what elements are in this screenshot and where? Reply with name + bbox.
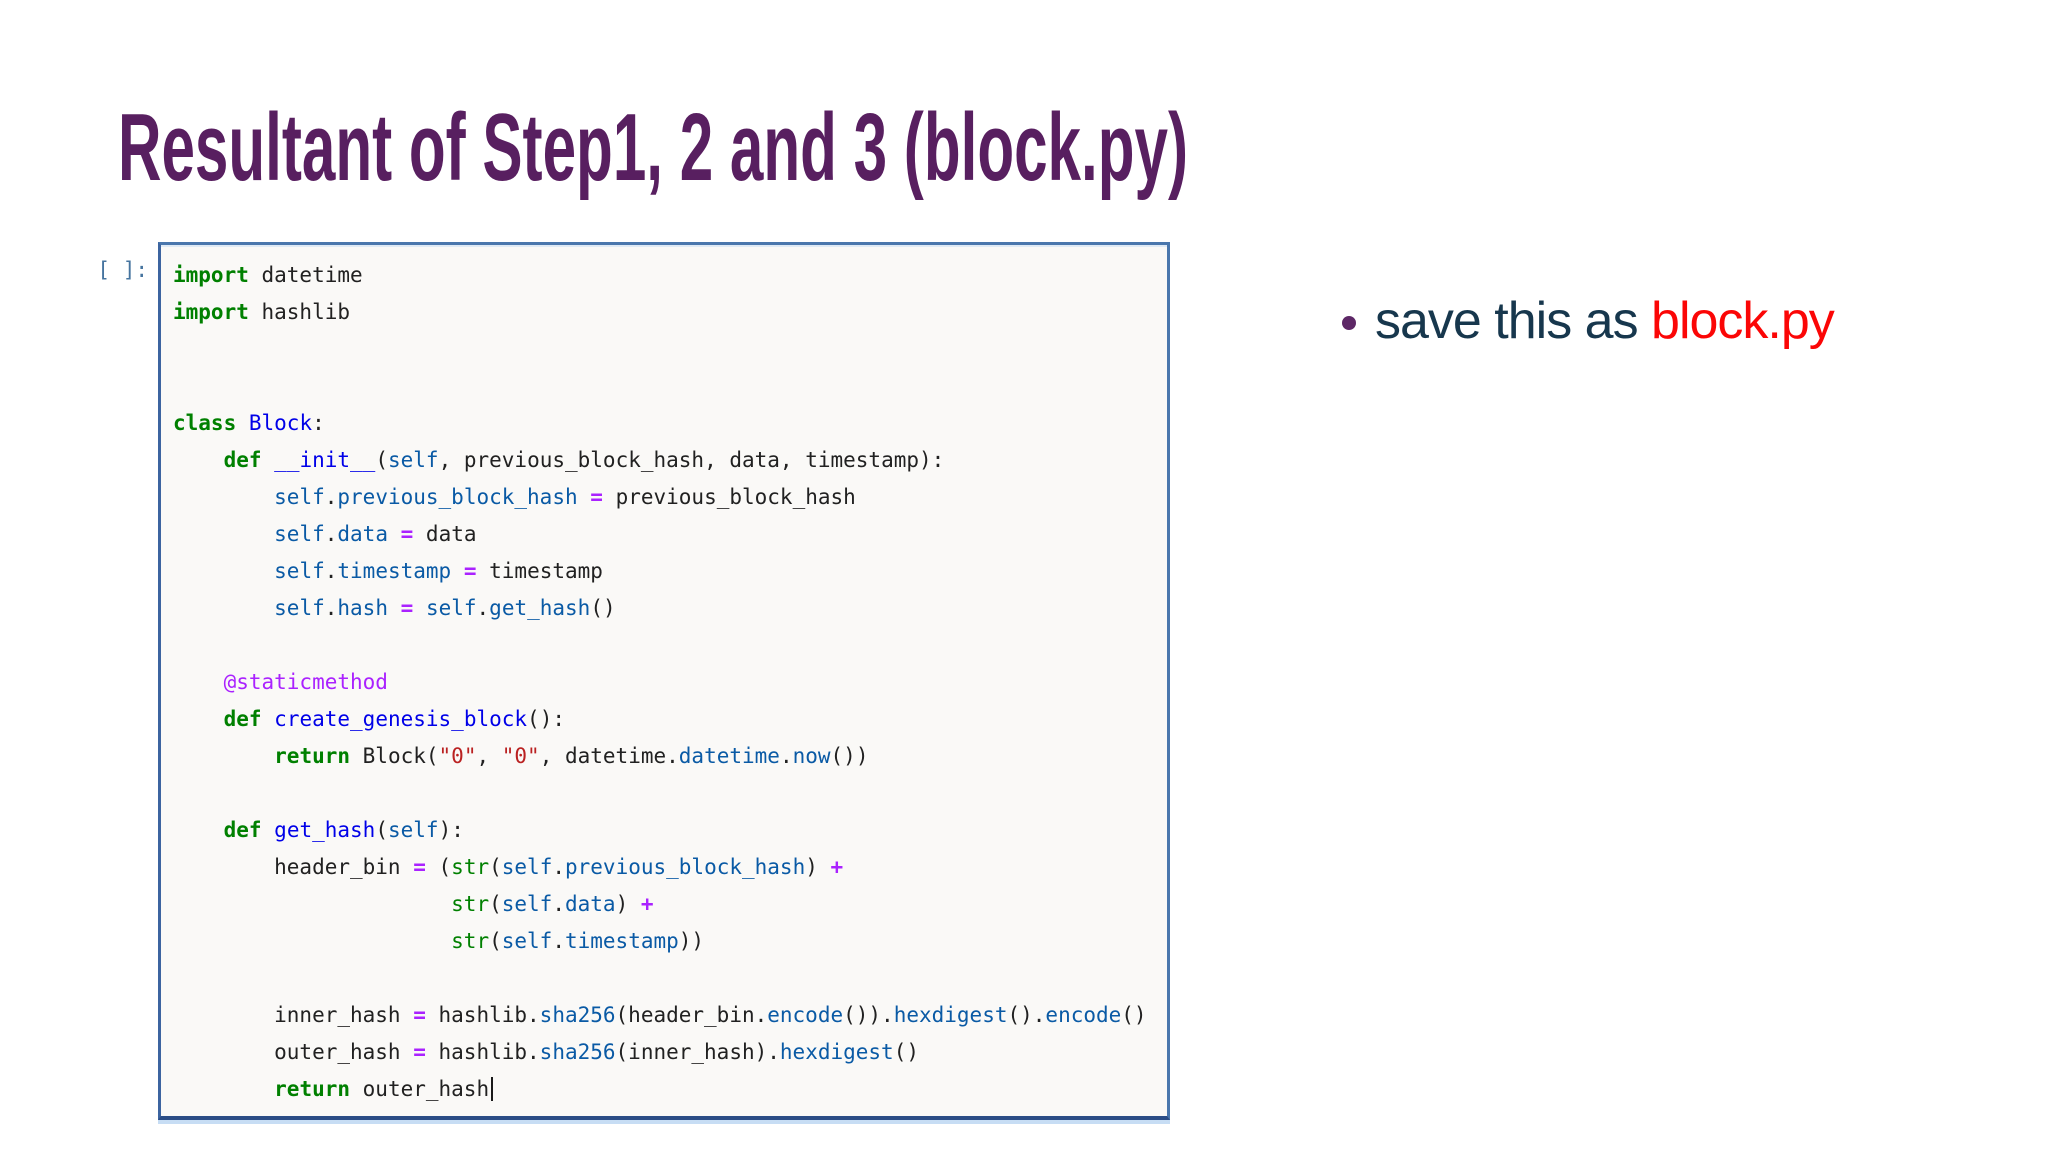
code-line xyxy=(173,331,1161,368)
code-line: import datetime xyxy=(173,263,363,287)
code-line xyxy=(173,627,1161,664)
code-line: import hashlib xyxy=(173,300,351,324)
code-line: @staticmethod xyxy=(223,670,388,694)
code-line: outer_hash = hashlib.sha256(inner_hash).… xyxy=(173,1040,919,1064)
code-line: self.hash = self.get_hash() xyxy=(274,596,616,620)
notebook-code-cell[interactable]: import datetime import hashlib class Block… xyxy=(158,242,1170,1120)
code-editor[interactable]: import datetime import hashlib class Block… xyxy=(161,245,1167,1116)
code-line: def __init__(self, previous_block_hash, … xyxy=(223,448,945,472)
code-line: header_bin = (str(self.previous_block_ha… xyxy=(173,855,844,879)
note-text: save this as xyxy=(1375,292,1652,350)
note-item: save this as block.py xyxy=(1342,291,1835,351)
bullet-icon xyxy=(1342,316,1356,330)
code-line: str(self.timestamp)) xyxy=(451,929,705,953)
code-line xyxy=(173,368,1161,405)
code-line: self.data = data xyxy=(274,522,477,546)
code-line: def get_hash(self): xyxy=(223,818,464,842)
code-line: class Block: xyxy=(173,411,325,435)
note-highlight: block.py xyxy=(1651,292,1835,350)
cell-prompt: [ ]: xyxy=(97,258,148,282)
code-line: return Block("0", "0", datetime.datetime… xyxy=(274,744,869,768)
code-line: self.previous_block_hash = previous_bloc… xyxy=(274,485,856,509)
code-line: inner_hash = hashlib.sha256(header_bin.e… xyxy=(173,1003,1147,1027)
code-line xyxy=(173,775,1161,812)
page-title: Resultant of Step1, 2 and 3 (block.py) xyxy=(118,92,1238,214)
code-line: def create_genesis_block(): xyxy=(223,707,565,731)
page-title-text: Resultant of Step1, 2 and 3 (block.py) xyxy=(118,94,1188,201)
code-line: self.timestamp = timestamp xyxy=(274,559,603,583)
page-title-svg: Resultant of Step1, 2 and 3 (block.py) xyxy=(118,94,1188,201)
code-line: str(self.data) + xyxy=(451,892,654,916)
code-line: return outer_hash xyxy=(173,1071,1161,1108)
code-line xyxy=(173,960,1161,997)
text-cursor xyxy=(491,1077,494,1101)
